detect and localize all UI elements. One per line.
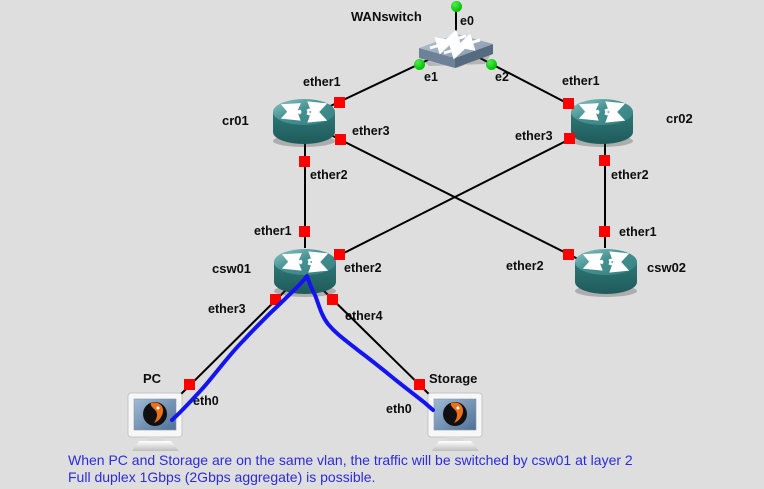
port-label-cr01-ether3[interactable]: ether3 xyxy=(352,124,390,138)
link-cr02-csw01[interactable] xyxy=(333,134,579,259)
node-label-pc[interactable]: PC xyxy=(143,371,162,386)
port-label-storage-eth0[interactable]: eth0 xyxy=(386,402,412,416)
qemu-host-icon xyxy=(127,392,183,451)
port-status-red-csw01-ether2 xyxy=(334,249,345,260)
port-label-csw02-ether2[interactable]: ether2 xyxy=(506,259,544,273)
port-label-wanswitch-e0[interactable]: e0 xyxy=(460,14,474,28)
port-status-red-pc-eth0 xyxy=(184,379,195,390)
router-icon xyxy=(571,99,633,147)
port-label-cr02-ether3[interactable]: ether3 xyxy=(515,129,553,143)
port-label-csw02-ether1[interactable]: ether1 xyxy=(619,225,657,239)
node-csw02[interactable] xyxy=(572,246,640,303)
port-status-red-csw02-ether1 xyxy=(599,226,610,237)
port-status-red-storage-eth0 xyxy=(414,379,425,390)
ethernet-switch-icon xyxy=(419,29,493,68)
port-label-csw01-ether3[interactable]: ether3 xyxy=(208,302,246,316)
node-label-csw01[interactable]: csw01 xyxy=(212,261,252,276)
port-status-red-csw02-ether2 xyxy=(563,249,574,260)
qemu-host-icon xyxy=(427,392,483,451)
port-status-red-cr02-ether1 xyxy=(563,98,574,109)
port-status-red-csw01-ether1 xyxy=(299,226,310,237)
port-label-cr02-ether2[interactable]: ether2 xyxy=(611,168,649,182)
node-label-cr01[interactable]: cr01 xyxy=(222,113,249,128)
node-cr02[interactable] xyxy=(568,96,636,153)
port-label-cr02-ether1[interactable]: ether1 xyxy=(562,74,600,88)
multilayer-switch-icon xyxy=(575,249,637,297)
port-status-red-cr01-ether2 xyxy=(299,156,310,167)
node-cr01[interactable] xyxy=(270,96,338,153)
caption-line2: Full duplex 1Gbps (2Gbps aggregate) is p… xyxy=(68,469,376,485)
link-cr01-csw02[interactable] xyxy=(324,131,583,262)
port-label-cr01-ether2[interactable]: ether2 xyxy=(310,168,348,182)
port-status-green-wanswitch-e2 xyxy=(486,59,497,70)
node-wanswitch[interactable] xyxy=(417,29,495,74)
node-label-wanswitch[interactable]: WANswitch xyxy=(351,9,422,24)
node-label-storage[interactable]: Storage xyxy=(429,371,478,386)
port-label-pc-eth0[interactable]: eth0 xyxy=(193,394,219,408)
port-label-cr01-ether1[interactable]: ether1 xyxy=(303,75,341,89)
port-status-red-cr02-ether3 xyxy=(564,133,575,144)
port-label-wanswitch-e2[interactable]: e2 xyxy=(495,70,509,84)
port-status-green-wanswitch-e1 xyxy=(414,59,425,70)
port-status-red-csw01-ether4 xyxy=(327,294,338,305)
port-label-csw01-ether1[interactable]: ether1 xyxy=(254,224,292,238)
node-storage[interactable] xyxy=(425,391,487,456)
port-status-red-csw01-ether3 xyxy=(270,294,281,305)
caption-note[interactable]: When PC and Storage are on the same vlan… xyxy=(68,452,633,486)
port-label-csw01-ether2[interactable]: ether2 xyxy=(344,261,382,275)
multilayer-switch-icon xyxy=(274,249,336,297)
port-status-red-cr01-ether1 xyxy=(334,97,345,108)
port-status-red-cr02-ether2 xyxy=(599,155,610,166)
node-pc[interactable] xyxy=(125,391,187,456)
caption-line1: When PC and Storage are on the same vlan… xyxy=(68,452,633,468)
port-status-red-cr01-ether3 xyxy=(335,134,346,145)
node-label-cr02[interactable]: cr02 xyxy=(666,111,693,126)
node-label-csw02[interactable]: csw02 xyxy=(647,260,687,275)
router-icon xyxy=(273,99,335,147)
port-status-green-wanswitch-e0 xyxy=(451,1,462,12)
port-label-csw01-ether4[interactable]: ether4 xyxy=(345,309,383,323)
port-label-wanswitch-e1[interactable]: e1 xyxy=(424,70,438,84)
